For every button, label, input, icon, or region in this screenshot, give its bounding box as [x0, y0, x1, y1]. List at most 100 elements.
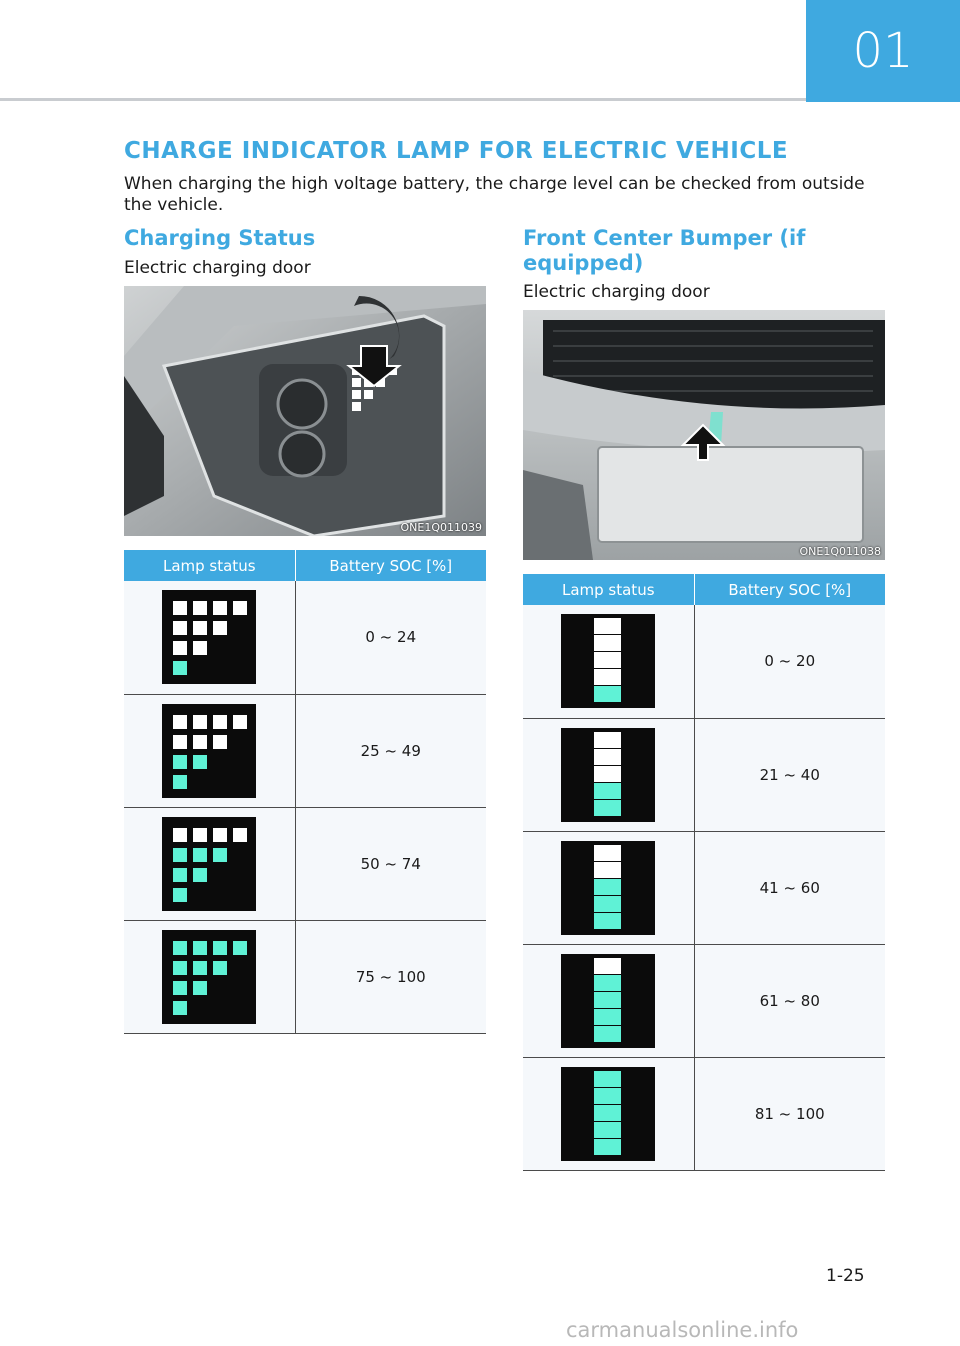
- battery-soc-cell: 75 ~ 100: [295, 920, 486, 1034]
- battery-soc-cell: 41 ~ 60: [694, 831, 885, 945]
- front-bumper-heading: Front Center Bumper (if equipped): [523, 226, 806, 275]
- lamp-segment-unlit: [594, 618, 622, 635]
- lamp-segment-unlit: [173, 734, 188, 749]
- image-code: ONE1Q011039: [400, 521, 483, 534]
- lamp-segment-unlit: [173, 714, 188, 729]
- charge-bar-lamp-icon: [561, 727, 656, 822]
- lamp-segment-lit: [173, 960, 188, 975]
- lamp-segment-unlit: [594, 861, 622, 878]
- lamp-segment-lit: [594, 895, 622, 912]
- lamp-segment-unlit: [594, 652, 622, 669]
- lamp-segment-unlit: [193, 621, 208, 636]
- lamp-segment-unlit: [594, 844, 622, 861]
- lamp-segment-unlit: [193, 714, 208, 729]
- lamp-segment-unlit: [233, 827, 248, 842]
- lamp-segment-lit: [173, 774, 188, 789]
- charge-bar-lamp-icon: [561, 614, 656, 709]
- charging-status-heading: Charging Status: [124, 226, 316, 250]
- lamp-segment-lit: [594, 974, 622, 991]
- charge-lamp-icon: [162, 590, 257, 685]
- lamp-status-cell: [523, 1057, 695, 1171]
- battery-soc-cell: 25 ~ 49: [295, 694, 486, 808]
- charging-door-photo: ONE1Q011039: [124, 286, 486, 536]
- lamp-status-cell: [523, 605, 695, 719]
- lamp-segment-lit: [213, 960, 228, 975]
- charge-bar-lamp-icon: [561, 1066, 656, 1161]
- battery-soc-cell: 0 ~ 24: [295, 581, 486, 695]
- table-row: 50 ~ 74: [124, 807, 486, 921]
- lamp-segment-lit: [193, 867, 208, 882]
- lamp-segment-lit: [594, 1104, 622, 1121]
- lamp-segment-lit: [193, 754, 208, 769]
- lamp-segment-lit: [193, 960, 208, 975]
- lamp-segment-unlit: [594, 635, 622, 652]
- chapter-tab: 01: [806, 0, 960, 102]
- battery-soc-cell: 21 ~ 40: [694, 718, 885, 832]
- lamp-segment-lit: [193, 980, 208, 995]
- lamp-status-cell: [124, 807, 296, 921]
- lamp-segment-unlit: [594, 748, 622, 765]
- battery-soc-cell: 0 ~ 20: [694, 605, 885, 719]
- lamp-status-cell: [124, 581, 296, 695]
- lamp-segment-unlit: [173, 621, 188, 636]
- lamp-segment-unlit: [233, 601, 248, 616]
- lamp-segment-unlit: [213, 621, 228, 636]
- lamp-segment-unlit: [193, 641, 208, 656]
- table-row: 0 ~ 24: [124, 581, 486, 695]
- footer-watermark: carmanualsonline.info: [566, 1318, 799, 1342]
- lamp-segment-unlit: [213, 734, 228, 749]
- charge-bar-lamp-icon: [561, 840, 656, 935]
- lamp-segment-unlit: [594, 957, 622, 974]
- lamp-status-cell: [124, 920, 296, 1034]
- table-row: 81 ~ 100: [523, 1057, 885, 1171]
- lamp-segment-unlit: [594, 669, 622, 686]
- lamp-segment-lit: [173, 847, 188, 862]
- lamp-segment-lit: [173, 940, 188, 955]
- lamp-segment-unlit: [193, 734, 208, 749]
- table-row: 21 ~ 40: [523, 718, 885, 832]
- table-row: 61 ~ 80: [523, 944, 885, 1058]
- lamp-segment-lit: [594, 686, 622, 703]
- lamp-segment-lit: [594, 1138, 622, 1155]
- lamp-status-cell: [523, 718, 695, 832]
- lamp-segment-unlit: [213, 827, 228, 842]
- lamp-segment-lit: [594, 878, 622, 895]
- battery-soc-cell: 61 ~ 80: [694, 944, 885, 1058]
- lamp-segment-lit: [213, 847, 228, 862]
- left-subheading: Electric charging door: [124, 258, 311, 278]
- lamp-segment-lit: [594, 1121, 622, 1138]
- lamp-status-cell: [124, 694, 296, 808]
- lamp-segment-unlit: [213, 601, 228, 616]
- table-row: 41 ~ 60: [523, 831, 885, 945]
- lamp-segment-lit: [594, 1025, 622, 1042]
- lamp-segment-lit: [213, 940, 228, 955]
- charge-lamp-icon: [162, 929, 257, 1024]
- lamp-segment-lit: [594, 1087, 622, 1104]
- lamp-segment-unlit: [173, 827, 188, 842]
- lamp-segment-unlit: [193, 601, 208, 616]
- charge-lamp-icon: [162, 816, 257, 911]
- lamp-status-cell: [523, 944, 695, 1058]
- lamp-segment-lit: [193, 940, 208, 955]
- front-bumper-photo: ONE1Q011038: [523, 310, 885, 560]
- lamp-segment-lit: [173, 980, 188, 995]
- column-header-lamp-status: Lamp status: [523, 574, 694, 605]
- image-code: ONE1Q011038: [799, 545, 882, 558]
- lamp-segment-unlit: [173, 641, 188, 656]
- page-title: CHARGE INDICATOR LAMP FOR ELECTRIC VEHIC…: [124, 138, 789, 164]
- intro-text: When charging the high voltage battery, …: [124, 174, 865, 215]
- right-subheading: Electric charging door: [523, 282, 710, 302]
- lamp-segment-lit: [193, 847, 208, 862]
- lamp-segment-lit: [173, 887, 188, 902]
- battery-soc-cell: 81 ~ 100: [694, 1057, 885, 1171]
- lamp-segment-lit: [594, 1008, 622, 1025]
- lamp-segment-unlit: [594, 765, 622, 782]
- header-rule: [0, 98, 806, 101]
- charge-bar-lamp-icon: [561, 953, 656, 1048]
- table-row: 25 ~ 49: [124, 694, 486, 808]
- lamp-segment-unlit: [173, 601, 188, 616]
- charge-lamp-icon: [162, 703, 257, 798]
- lamp-segment-lit: [594, 912, 622, 929]
